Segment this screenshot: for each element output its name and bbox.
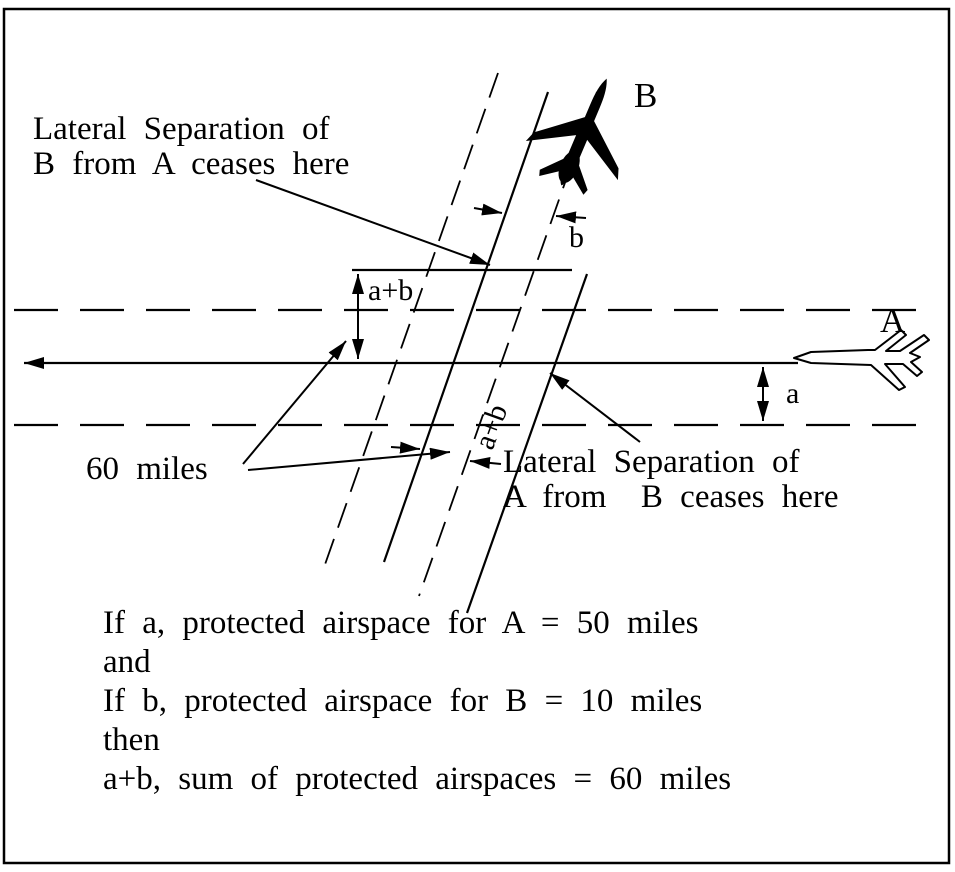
annotation-sep-a-line2: A from B ceases here bbox=[503, 479, 838, 515]
annotation-sep-b-line2: B from A ceases here bbox=[33, 146, 349, 182]
annotation-sep-a-line1: Lateral Separation of bbox=[503, 444, 800, 480]
a-plus-b-vertical-label: a+b bbox=[368, 274, 413, 307]
sep-a-pointer-arrow bbox=[549, 372, 641, 443]
sixty-miles-label: 60 miles bbox=[86, 451, 208, 487]
sixty-miles-pointer-arrow-lower bbox=[247, 447, 451, 471]
a-plus-b-diagonal-boundary bbox=[465, 273, 589, 614]
track-b-line bbox=[382, 91, 550, 563]
annotation-sep-b-line1: Lateral Separation of bbox=[33, 111, 330, 147]
diagonal-gap-arrow-right bbox=[469, 456, 502, 469]
b-dimension-arrow-right bbox=[555, 211, 587, 224]
aircraft-b-label: B bbox=[634, 76, 657, 115]
caption-line-2: and bbox=[103, 644, 151, 680]
caption-line-5: a+b, sum of protected airspaces = 60 mil… bbox=[103, 761, 731, 797]
page-border bbox=[2, 7, 951, 865]
caption-line-1: If a, protected airspace for A = 50 mile… bbox=[103, 605, 699, 641]
caption-line-3: If b, protected airspace for B = 10 mile… bbox=[103, 683, 702, 719]
sep-b-pointer-arrow bbox=[255, 179, 491, 266]
a-distance-label: a bbox=[786, 377, 799, 410]
diagonal-gap-arrow-left bbox=[390, 441, 421, 454]
caption-line-4: then bbox=[103, 722, 160, 758]
aircraft-a-label: A bbox=[880, 301, 906, 340]
aircraft-b-icon bbox=[525, 78, 619, 195]
airspace-b-left-dashed-boundary bbox=[321, 72, 499, 574]
b-distance-label: b bbox=[569, 221, 584, 254]
sixty-miles-pointer-arrow-upper bbox=[242, 340, 347, 465]
aircraft-a-icon bbox=[793, 329, 930, 391]
b-dimension-arrow-left bbox=[473, 203, 503, 216]
